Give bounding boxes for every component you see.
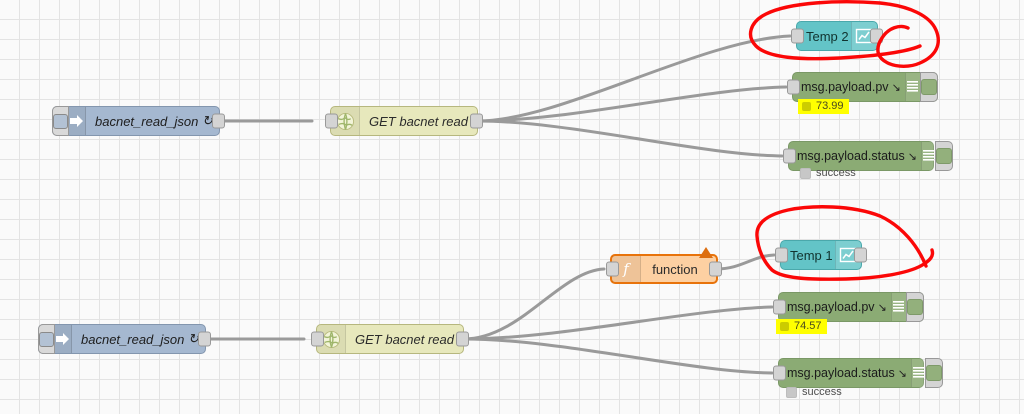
debug-lines-icon (904, 73, 920, 101)
wire-http-to-function (462, 267, 606, 341)
debug-lines-icon (890, 293, 906, 321)
debug-node-pv-bottom-status: 74.57 (776, 319, 827, 334)
debug-node-pv-top-status: 73.99 (798, 99, 849, 114)
http-in-node-top[interactable]: GET bacnet read (325, 106, 483, 136)
inject-node-bottom-label: bacnet_read_json ↻ (81, 331, 199, 347)
debug-enable-toggle[interactable] (934, 141, 953, 171)
input-port[interactable] (773, 365, 786, 381)
globe-icon (331, 107, 360, 135)
status-dot (800, 167, 811, 179)
inject-trigger-button[interactable] (38, 324, 55, 354)
svg-text:f: f (622, 260, 631, 278)
debug-node-status-bottom-label: msg.payload.status ↘ (787, 366, 907, 380)
wire-http-to-pv-top (476, 85, 788, 123)
chart-node-temp1-label: Temp 1 (790, 247, 833, 263)
globe-icon (317, 325, 346, 353)
input-port[interactable] (606, 261, 619, 277)
output-port[interactable] (470, 113, 483, 129)
debug-node-pv-top[interactable]: msg.payload.pv ↘ (787, 72, 938, 102)
globe-icon-svg (322, 330, 340, 348)
status-dot (786, 386, 797, 398)
debug-node-status-top-status: success (800, 167, 856, 179)
http-in-node-top-label: GET bacnet read (369, 113, 468, 129)
output-port[interactable] (456, 331, 469, 347)
http-in-node-bottom[interactable]: GET bacnet read (311, 324, 469, 354)
chart-node-temp2-label: Temp 2 (806, 28, 849, 44)
debug-enable-toggle[interactable] (920, 72, 938, 102)
output-port[interactable] (198, 331, 211, 347)
inject-trigger-button[interactable] (52, 106, 69, 136)
inject-arrow-icon (69, 107, 86, 135)
debug-node-pv-top-label: msg.payload.pv ↘ (801, 80, 901, 94)
input-port[interactable] (311, 331, 324, 347)
output-port[interactable] (212, 113, 225, 129)
output-port[interactable] (870, 28, 883, 44)
debug-lines-icon-svg (912, 367, 924, 378)
inject-node-bottom[interactable]: bacnet_read_json ↻ (38, 324, 211, 354)
input-port[interactable] (775, 247, 788, 263)
debug-lines-icon-svg (907, 81, 919, 92)
debug-node-status-top[interactable]: msg.payload.status ↘ (783, 141, 953, 171)
input-port[interactable] (791, 28, 804, 44)
debug-lines-icon-svg (893, 301, 905, 312)
output-port[interactable] (854, 247, 867, 263)
debug-target-arrow-icon: ↘ (897, 367, 907, 380)
debug-node-status-top-label: msg.payload.status ↘ (797, 149, 917, 163)
wire-http-to-pv-bottom (462, 305, 774, 341)
globe-icon-svg (336, 112, 354, 130)
debug-lines-icon-svg (922, 150, 934, 161)
input-port[interactable] (783, 148, 796, 164)
debug-node-status-bottom[interactable]: msg.payload.status ↘ (773, 358, 943, 388)
input-port[interactable] (325, 113, 338, 129)
debug-lines-icon (910, 359, 925, 387)
node-changed-marker-icon (699, 247, 713, 258)
debug-enable-toggle[interactable] (906, 292, 924, 322)
debug-enable-toggle[interactable] (924, 358, 943, 388)
debug-node-pv-bottom-label: msg.payload.pv ↘ (787, 300, 887, 314)
function-f-icon-svg: f (622, 260, 631, 278)
wire-function-to-chart (714, 253, 776, 271)
wire-http-to-status-bottom (462, 337, 774, 375)
inject-arrow-icon-svg (70, 115, 83, 127)
chart-node-temp2[interactable]: Temp 2 (791, 21, 883, 51)
http-in-node-bottom-label: GET bacnet read (355, 331, 454, 347)
debug-target-arrow-icon: ↘ (891, 81, 901, 94)
debug-target-arrow-icon: ↘ (907, 150, 917, 163)
debug-target-arrow-icon: ↘ (877, 301, 887, 314)
input-port[interactable] (773, 299, 786, 315)
debug-node-status-bottom-status: success (786, 386, 842, 398)
debug-lines-icon (920, 142, 935, 170)
function-node[interactable]: f function (606, 247, 722, 284)
wire-http-to-status-top (476, 119, 784, 158)
input-port[interactable] (787, 79, 800, 95)
chart-node-temp1[interactable]: Temp 1 (775, 240, 867, 270)
inject-node-top[interactable]: bacnet_read_json ↻ (52, 106, 225, 136)
function-node-label: function (652, 261, 698, 277)
inject-node-top-label: bacnet_read_json ↻ (95, 113, 213, 129)
inject-arrow-icon-svg (56, 333, 69, 345)
output-port[interactable] (709, 261, 722, 277)
debug-node-pv-bottom[interactable]: msg.payload.pv ↘ (773, 292, 924, 322)
status-dot (802, 101, 811, 111)
wire-http-to-chart-top (476, 34, 792, 123)
status-dot (780, 321, 789, 331)
inject-arrow-icon (55, 325, 72, 353)
